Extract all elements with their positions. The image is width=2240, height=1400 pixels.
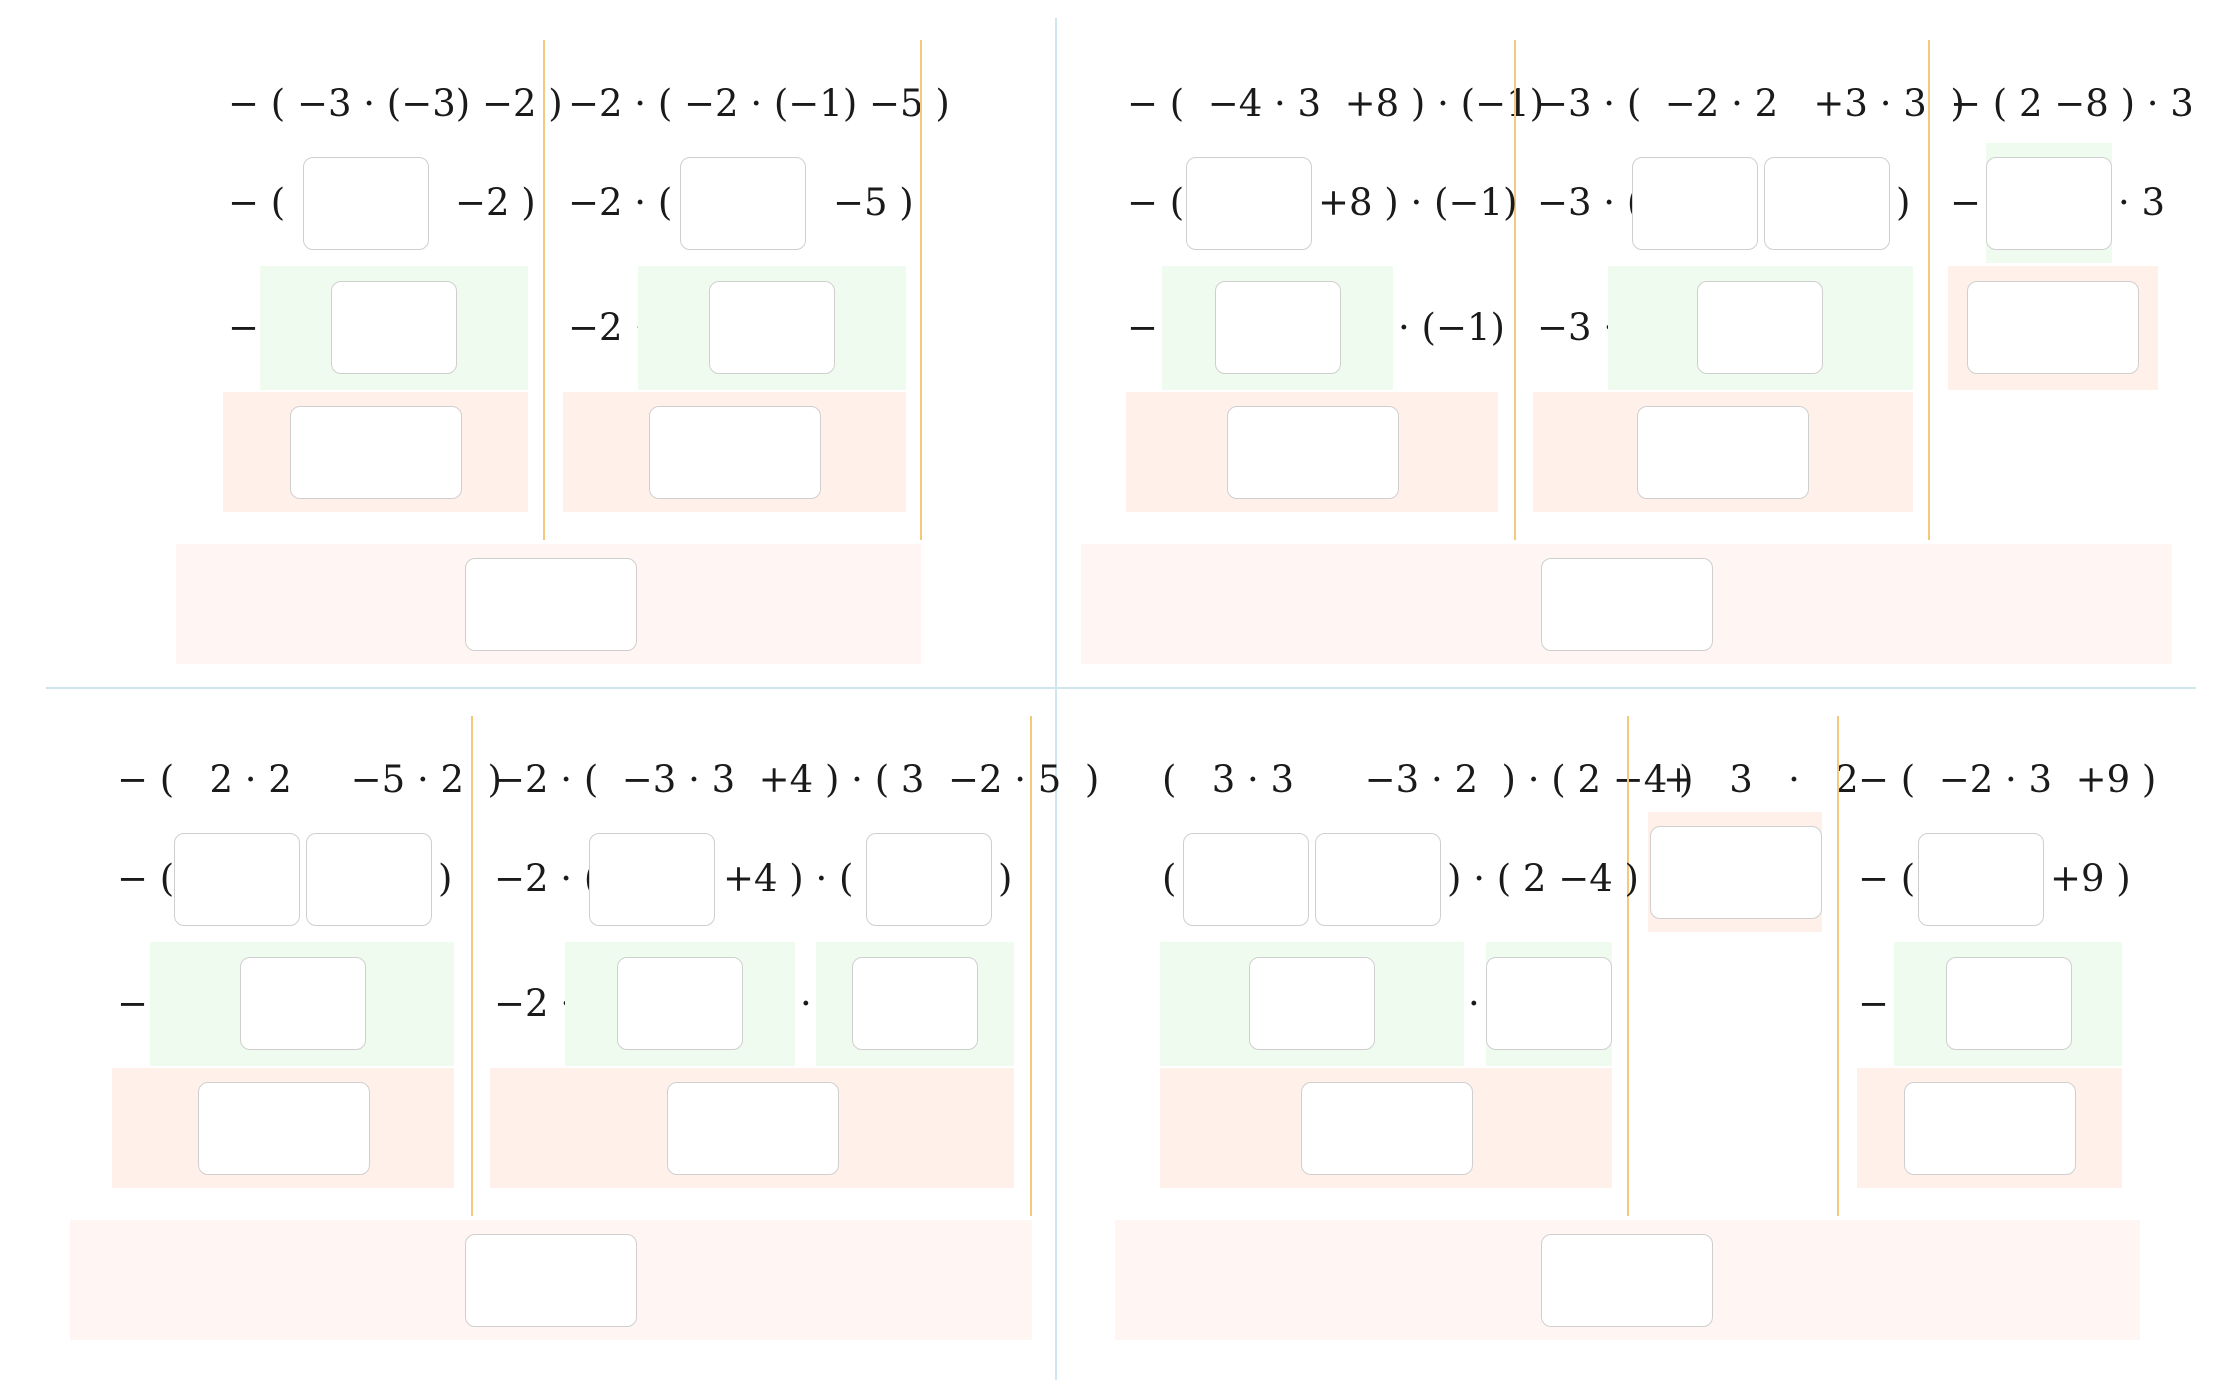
answer-input[interactable] [649,406,821,499]
answer-input[interactable] [589,833,715,926]
column-divider [1837,716,1839,1216]
answer-input[interactable] [1918,833,2044,926]
answer-input[interactable] [303,157,429,250]
final-answer-input[interactable] [1541,558,1713,651]
answer-input[interactable] [1986,157,2112,250]
answer-input[interactable] [1249,957,1375,1050]
step-text: −3 · [1537,306,1616,349]
step-text: − [228,306,260,349]
answer-input[interactable] [1904,1082,2076,1175]
step-text: − [1950,181,1982,224]
column-divider [1627,716,1629,1216]
answer-input[interactable] [852,957,978,1050]
answer-input[interactable] [290,406,462,499]
quadrant-divider-vertical [1055,18,1057,1380]
step-text: − [1127,306,1159,349]
step-text: · [800,982,812,1025]
answer-input[interactable] [331,281,457,374]
answer-input[interactable] [174,833,300,926]
expression-3a: − ( 2 · 2 −5 · 2 ) [117,758,502,801]
step-text: ) · ( 2 −4 ) [1447,857,1639,900]
step-text: · (−1) [1398,306,1505,349]
step-text: −2 ) [455,181,536,224]
expression-4b: + 3 · 2 [1663,758,1859,801]
expression-4a: ( 3 · 3 −3 · 2 ) · ( 2 −4 ) [1162,758,1694,801]
answer-input[interactable] [1637,406,1809,499]
column-divider [471,716,473,1216]
expression-2b: −3 · ( −2 · 2 +3 · 3 ) [1537,82,1965,125]
answer-input[interactable] [667,1082,839,1175]
expression-2a: − ( −4 · 3 +8 ) · (−1) [1127,82,1545,125]
answer-input[interactable] [1183,833,1309,926]
step-text: +4 ) · ( 3 [723,857,889,900]
step-text: ) [438,857,453,900]
column-divider [920,40,922,540]
answer-input[interactable] [1486,957,1612,1050]
answer-input[interactable] [1650,826,1822,919]
step-text: − ( [117,857,175,900]
step-text: −2 · ( [568,181,673,224]
step-text: −3 · ( [1537,181,1642,224]
expression-1b: −2 · ( −2 · (−1) −5 ) [568,82,950,125]
step-text: − [1858,982,1890,1025]
answer-input[interactable] [1315,833,1441,926]
expression-2c: − ( 2 −8 ) · 3 [1950,82,2194,125]
step-text: ( [1162,857,1177,900]
answer-input[interactable] [680,157,806,250]
answer-input[interactable] [1215,281,1341,374]
answer-input[interactable] [1764,157,1890,250]
expression-4c: − ( −2 · 3 +9 ) [1858,758,2157,801]
step-text: −5 ) [833,181,914,224]
expression-3b: −2 · ( −3 · 3 +4 ) · ( 3 −2 · 5 ) [494,758,1100,801]
quadrant-divider-horizontal [46,687,2196,689]
column-divider [1514,40,1516,540]
step-text: ) [1896,181,1911,224]
expression-1a: − ( −3 · (−3) −2 ) [228,82,563,125]
final-answer-input[interactable] [465,1234,637,1327]
step-text: − ( [1127,181,1185,224]
step-text: ) [998,857,1013,900]
answer-input[interactable] [1227,406,1399,499]
answer-input[interactable] [240,957,366,1050]
step-text: −2 · ( [494,857,599,900]
answer-input[interactable] [709,281,835,374]
answer-input[interactable] [306,833,432,926]
step-text: − [117,982,149,1025]
answer-input[interactable] [866,833,992,926]
step-text: −2 · [568,306,647,349]
column-divider [1030,716,1032,1216]
step-text: +9 ) [2050,857,2131,900]
step-text: − ( [228,181,286,224]
step-text: −2 · [494,982,573,1025]
answer-input[interactable] [617,957,743,1050]
answer-input[interactable] [1186,157,1312,250]
answer-input[interactable] [1946,957,2072,1050]
answer-input[interactable] [1632,157,1758,250]
column-divider [1928,40,1930,540]
answer-input[interactable] [198,1082,370,1175]
step-text: · 3 [2118,181,2166,224]
answer-input[interactable] [1301,1082,1473,1175]
answer-input[interactable] [1967,281,2139,374]
final-answer-input[interactable] [1541,1234,1713,1327]
final-answer-input[interactable] [465,558,637,651]
step-text: +8 ) · (−1) [1318,181,1518,224]
answer-input[interactable] [1697,281,1823,374]
column-divider [543,40,545,540]
step-text: − ( [1858,857,1916,900]
step-text: · [1468,982,1480,1025]
